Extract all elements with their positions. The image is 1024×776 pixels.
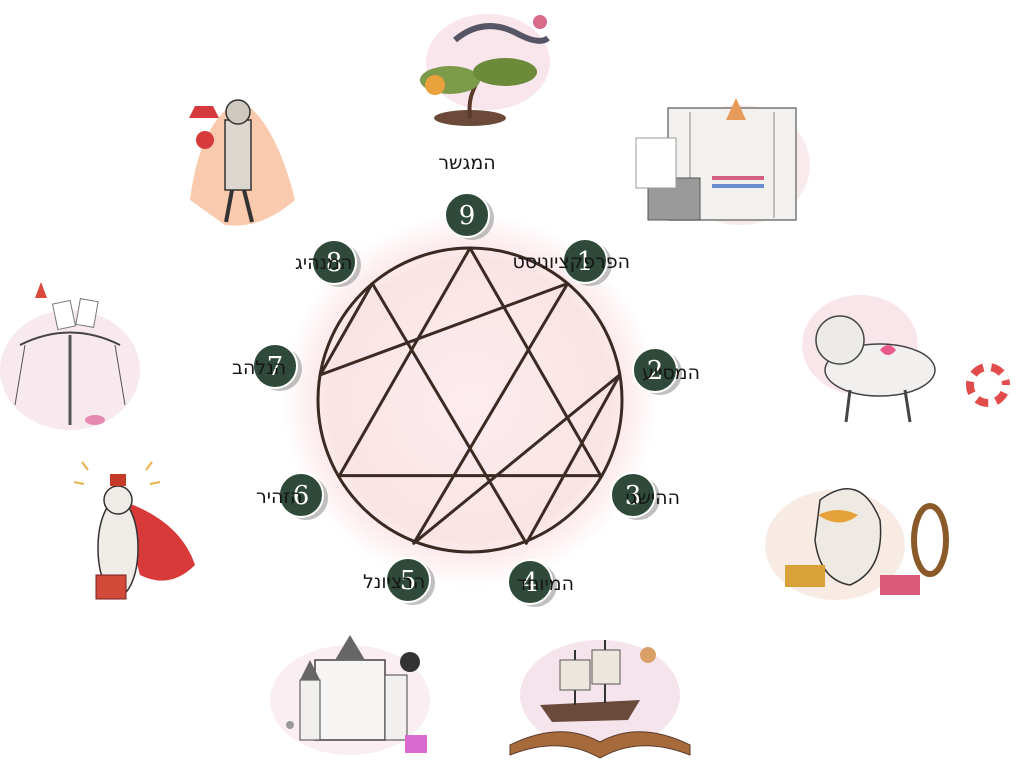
enneagram-figure — [316, 246, 624, 554]
type-node-circle — [311, 239, 357, 285]
type-node-circle — [562, 238, 608, 284]
type-node-circle — [252, 343, 298, 389]
type-node-circle — [385, 557, 431, 603]
meerkat-cape-illustration — [73, 461, 195, 600]
type-number: 9 — [459, 201, 476, 231]
type-node-2[interactable]: 2 — [632, 347, 682, 395]
type-label-6[interactable]: הזהיר — [256, 486, 302, 508]
type-node-1[interactable]: 1 — [562, 238, 612, 286]
type-number: 1 — [577, 247, 594, 277]
type-node-circle — [507, 559, 553, 605]
type-nodes: 1 2 3 4 5 6 7 8 9 — [252, 192, 682, 607]
type-labels: הפרפקציוניסט המסייע ההישגי המיוחד הרציונל הזה… — [232, 152, 700, 595]
type-label-8[interactable]: המנהיג — [295, 252, 352, 274]
type-node-circle — [278, 472, 324, 518]
type-node-9[interactable]: 9 — [444, 192, 494, 240]
shakespeare-mirror-illustration — [765, 488, 949, 600]
type-number: 7 — [267, 352, 284, 382]
enneagram-hexad — [318, 282, 622, 545]
type-number: 5 — [400, 566, 417, 596]
carousel-cards-illustration — [0, 282, 140, 430]
type-label-4[interactable]: המיוחד — [516, 573, 574, 595]
type-number: 6 — [293, 481, 310, 511]
type-number: 3 — [625, 481, 642, 511]
type-number: 4 — [522, 568, 539, 598]
lion-lifebuoy-illustration — [802, 295, 1010, 423]
type-label-7[interactable]: הנלהב — [232, 357, 286, 379]
type-label-3[interactable]: ההישגי — [625, 487, 680, 509]
type-node-circle — [444, 192, 490, 238]
type-number: 2 — [647, 356, 664, 386]
type-label-1[interactable]: הפרפקציוניסט — [512, 251, 630, 273]
type-label-2[interactable]: המסייע — [642, 362, 700, 384]
type-node-6[interactable]: 6 — [278, 472, 328, 520]
type-node-5[interactable]: 5 — [385, 557, 435, 605]
type-node-8[interactable]: 8 — [311, 239, 361, 287]
type-node-circle — [632, 347, 678, 393]
knight-armor-illustration — [189, 99, 295, 226]
enneagram-triangle — [337, 246, 603, 478]
type-node-7[interactable]: 7 — [252, 343, 302, 391]
castle-formula-illustration — [270, 635, 430, 755]
type-label-5[interactable]: הרציונל — [363, 571, 425, 593]
center-glow — [282, 212, 658, 588]
type-node-circle — [610, 472, 656, 518]
type-label-9[interactable]: המגשר — [438, 152, 495, 174]
ship-on-book-illustration — [509, 640, 691, 759]
wardrobe-closet-illustration — [635, 98, 810, 225]
type-node-3[interactable]: 3 — [610, 472, 660, 520]
type-node-4[interactable]: 4 — [507, 559, 557, 607]
chameleon-bonsai-illustration — [420, 14, 550, 126]
type-number: 8 — [326, 248, 343, 278]
